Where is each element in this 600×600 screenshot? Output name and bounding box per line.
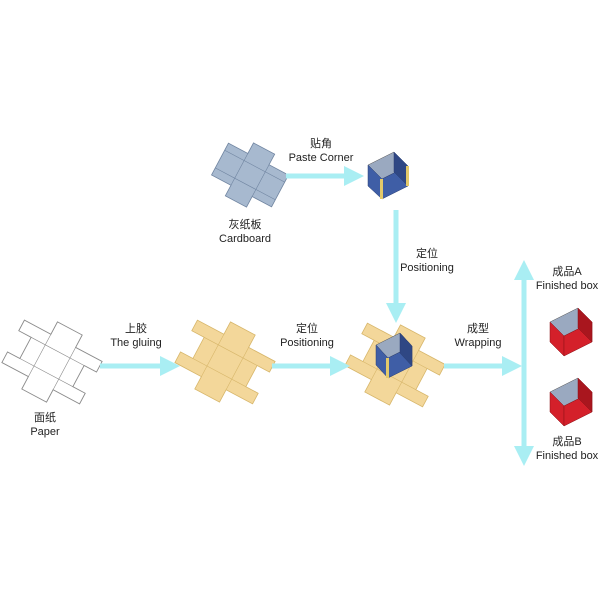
- paper-sheet-illustration: [1, 319, 103, 405]
- label-gluing-zh: 上胶: [125, 323, 147, 335]
- label-wrapping-en: Wrapping: [454, 337, 502, 349]
- label-finished-b: 成品B Finished box: [536, 435, 598, 463]
- label-paste-corner: 贴角 Paste Corner: [289, 137, 354, 165]
- label-cardboard-zh: 灰纸板: [228, 219, 262, 231]
- finished-box-b-illustration: [549, 377, 593, 427]
- label-wrapping: 成型 Wrapping: [455, 322, 502, 350]
- box-on-sheet-illustration: [375, 332, 413, 379]
- label-gluing-en: The gluing: [110, 337, 162, 349]
- label-positioning-1-en: Positioning: [280, 337, 334, 349]
- label-finished-b-en: Finished box: [535, 450, 599, 462]
- corner-box-illustration: [367, 151, 409, 200]
- cardboard-illustration: [210, 142, 290, 208]
- label-positioning-1: 定位 Positioning: [280, 322, 334, 350]
- label-paper-en: Paper: [30, 426, 60, 438]
- label-paper: 面纸 Paper: [30, 411, 59, 439]
- finished-box-a-illustration: [549, 307, 593, 357]
- label-paper-zh: 面纸: [33, 412, 56, 424]
- label-cardboard: 灰纸板 Cardboard: [219, 218, 271, 246]
- label-positioning-2-en: Positioning: [400, 262, 454, 274]
- label-cardboard-en: Cardboard: [219, 233, 271, 245]
- label-finished-a-en: Finished box: [535, 280, 599, 292]
- label-finished-a-zh: 成品A: [552, 266, 582, 278]
- label-positioning-2-zh: 定位: [415, 248, 438, 260]
- glued-sheet-illustration: [174, 319, 276, 405]
- label-paste-corner-zh: 贴角: [310, 138, 332, 150]
- label-positioning-2: 定位 Positioning: [400, 247, 454, 275]
- label-wrapping-zh: 成型: [466, 323, 489, 335]
- label-finished-a: 成品A Finished box: [536, 265, 598, 293]
- label-gluing: 上胶 The gluing: [110, 322, 161, 350]
- label-finished-b-zh: 成品B: [552, 436, 582, 448]
- label-positioning-1-zh: 定位: [295, 323, 318, 335]
- label-paste-corner-en: Paste Corner: [288, 152, 354, 164]
